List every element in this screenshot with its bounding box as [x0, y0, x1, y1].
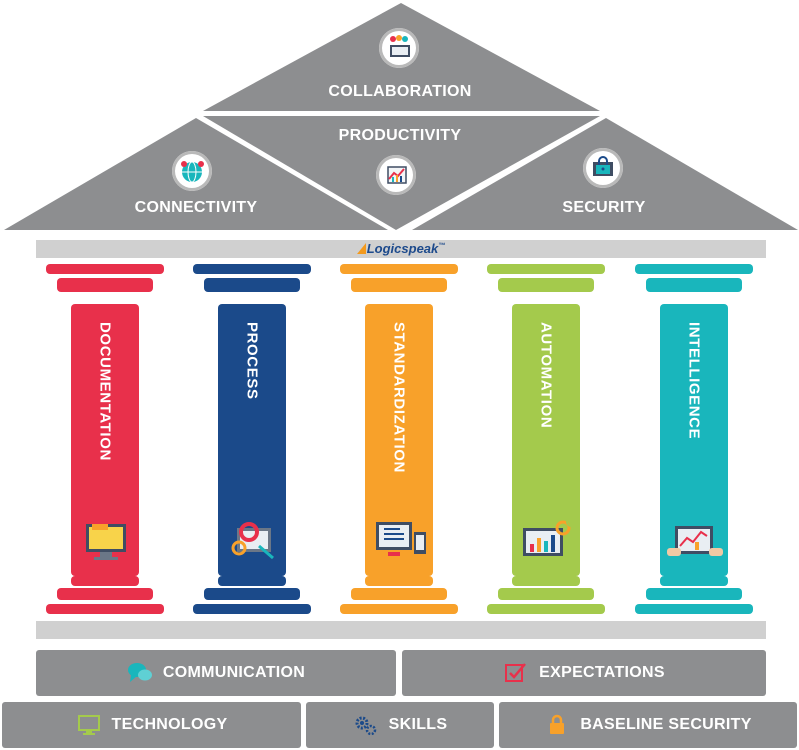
chat-bubbles-icon: [127, 662, 153, 684]
pillar-capital-bottom: [498, 278, 594, 292]
pillar-base-bottom: [635, 604, 753, 614]
pillar-process: PROCESS: [193, 264, 323, 616]
gears-monitor-icon: [223, 518, 283, 564]
pillar-documentation: DOCUMENTATION: [46, 264, 176, 616]
pillar-base-bottom: [487, 604, 605, 614]
foundation-baseline-security: BASELINE SECURITY: [499, 702, 797, 748]
pillar-capital-bottom: [204, 278, 300, 292]
padlock-icon: [544, 714, 570, 736]
foundation-label: BASELINE SECURITY: [580, 716, 752, 733]
chart-gears-icon: [517, 517, 577, 564]
roof-label-productivity: PRODUCTIVITY: [338, 127, 462, 144]
pillar-capital-top: [46, 264, 164, 274]
standard-monitor-icon: [370, 518, 430, 564]
pillar-capital-top: [340, 264, 458, 274]
security-padlock-icon: [583, 148, 623, 188]
checkbox-icon: [503, 662, 529, 684]
logo-text: Logicspeak: [366, 241, 439, 256]
pillar-base-bottom: [46, 604, 164, 614]
pillar-base-top: [660, 576, 728, 586]
pillar-base-top: [512, 576, 580, 586]
pillar-capital-bottom: [646, 278, 742, 292]
logicspeak-logo: Logicspeak™: [36, 241, 766, 256]
pillar-base-top: [218, 576, 286, 586]
roof-label-collaboration: COLLABORATION: [328, 83, 472, 100]
pillar-base-bottom: [193, 604, 311, 614]
pillar-intelligence: INTELLIGENCE: [635, 264, 765, 616]
pillar-capital-bottom: [57, 278, 153, 292]
monitor-icon: [76, 714, 102, 736]
pillar-base-top: [365, 576, 433, 586]
pillar-label: PROCESS: [243, 322, 261, 400]
tablet-analytics-icon: [665, 518, 725, 564]
document-computer-icon: [76, 518, 136, 564]
pillar-label: AUTOMATION: [537, 322, 555, 429]
pillar-capital-top: [635, 264, 753, 274]
foundation-label: COMMUNICATION: [162, 664, 306, 681]
pillar-label: INTELLIGENCE: [685, 322, 703, 440]
pillar-capital-top: [193, 264, 311, 274]
logo-trademark: ™: [438, 242, 446, 250]
collaboration-icon: [379, 28, 419, 68]
foundation-expectations: EXPECTATIONS: [402, 650, 766, 696]
pillar-label: STANDARDIZATION: [390, 322, 408, 473]
pillar-base-bottom: [340, 604, 458, 614]
pillar-capital-top: [487, 264, 605, 274]
pillar-base-middle: [57, 588, 153, 600]
pillar-label: DOCUMENTATION: [96, 322, 114, 461]
pillar-capital-bottom: [351, 278, 447, 292]
pillar-standardization: STANDARDIZATION: [340, 264, 470, 616]
pillar-base-middle: [204, 588, 300, 600]
productivity-chart-icon: [376, 155, 416, 195]
foundation-label: EXPECTATIONS: [539, 664, 665, 681]
pillar-base-middle: [351, 588, 447, 600]
roof-label-security: SECURITY: [562, 199, 646, 216]
foundation-technology: TECHNOLOGY: [2, 702, 301, 748]
foundation-skills: SKILLS: [306, 702, 494, 748]
foundation-communication: COMMUNICATION: [36, 650, 396, 696]
pillar-base-top: [71, 576, 139, 586]
logo-mark-icon: [356, 243, 366, 254]
foundation-label: TECHNOLOGY: [111, 716, 228, 733]
roof-label-connectivity: CONNECTIVITY: [134, 199, 258, 216]
pillar-base-middle: [498, 588, 594, 600]
pillar-automation: AUTOMATION: [487, 264, 617, 616]
connectivity-globe-icon: [172, 151, 212, 191]
bottom-beam: [36, 621, 766, 639]
pillar-base-middle: [646, 588, 742, 600]
foundation-label: SKILLS: [388, 716, 448, 733]
gears-icon: [353, 714, 379, 736]
top-beam: Logicspeak™: [36, 240, 766, 258]
